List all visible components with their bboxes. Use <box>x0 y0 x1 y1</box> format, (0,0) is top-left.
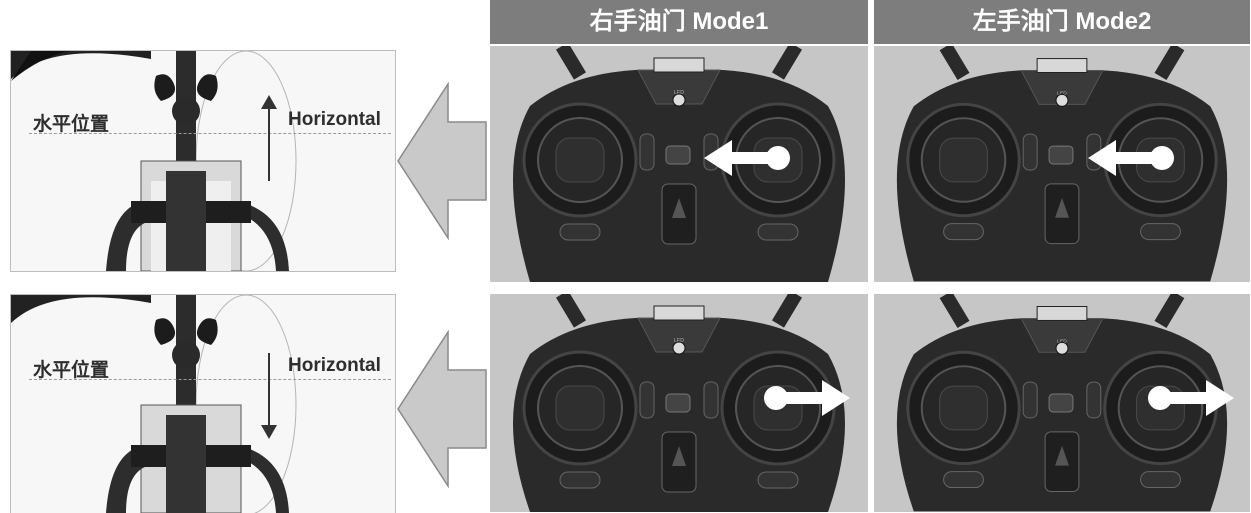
helicopter-panel-row2: 水平位置 Horizontal <box>10 294 396 513</box>
led-label: LED <box>1057 90 1067 96</box>
transmitter-mode1-row1: LED <box>490 46 868 282</box>
stick-direction-arrow-icon <box>1088 140 1174 176</box>
helicopter-photo <box>11 295 395 513</box>
horizontal-label-en: Horizontal <box>288 355 381 376</box>
led-label: LED <box>674 90 684 96</box>
transmitter-image: LED <box>874 46 1250 282</box>
left-pointing-arrow-icon <box>397 330 487 488</box>
down-arrow-icon <box>261 353 277 439</box>
transmitter-mode2-row1: LED <box>874 46 1250 282</box>
header-mode2: 左手油门 Mode2 <box>874 0 1250 44</box>
horizontal-label-cn: 水平位置 <box>33 360 110 381</box>
transmitter-mode1-row2: LED <box>490 294 868 512</box>
helicopter-photo <box>11 51 395 271</box>
horizontal-reference-line <box>29 133 391 134</box>
stick-direction-arrow-icon <box>704 140 790 176</box>
stick-direction-arrow-icon <box>764 380 850 416</box>
transmitter-image: LED <box>490 46 868 282</box>
left-pointing-arrow-icon <box>397 82 487 240</box>
horizontal-reference-line <box>29 379 391 380</box>
helicopter-panel-row1: 水平位置 Horizontal <box>10 50 396 272</box>
led-label: LED <box>674 338 684 344</box>
led-label: LED <box>1057 338 1067 344</box>
up-arrow-icon <box>261 95 277 181</box>
header-mode1: 右手油门 Mode1 <box>490 0 868 44</box>
transmitter-mode2-row2: LED <box>874 294 1250 512</box>
horizontal-label-en: Horizontal <box>288 109 381 130</box>
horizontal-label-cn: 水平位置 <box>33 114 110 135</box>
stick-direction-arrow-icon <box>1148 380 1234 416</box>
